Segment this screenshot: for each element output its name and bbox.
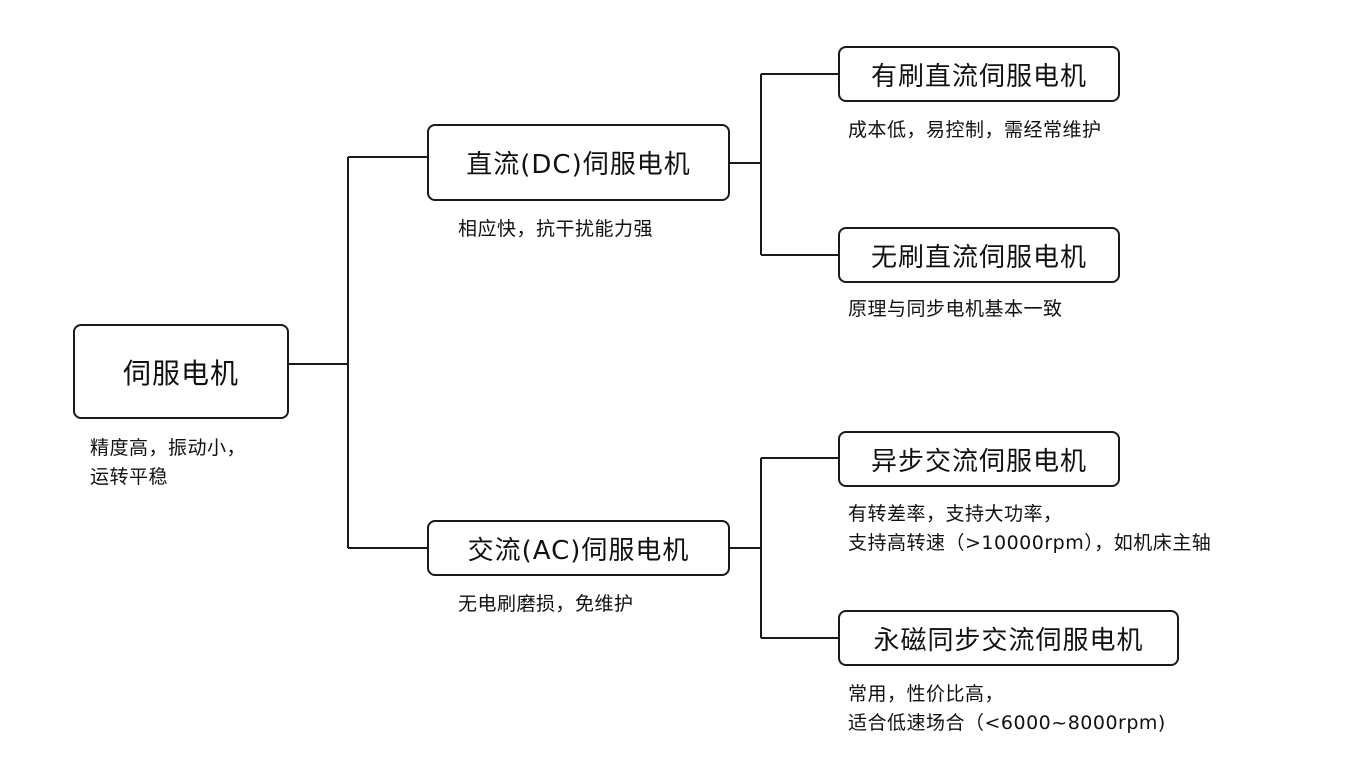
- dc-motor-note-line: 相应快，抗干扰能力强: [458, 218, 654, 240]
- dc-motor-note: 相应快，抗干扰能力强: [458, 215, 653, 244]
- root-note-line-2: 运转平稳: [90, 466, 169, 488]
- ac-motor-note: 无电刷磨损，免维护: [458, 590, 634, 619]
- pmsm-ac-motor-node: 永磁同步交流伺服电机: [838, 610, 1179, 666]
- pmsm-ac-motor-note-line-2: 适合低速场合（<6000~8000rpm): [848, 712, 1166, 734]
- root-note: 精度高，振动小， 运转平稳: [90, 434, 246, 492]
- dc-motor-label: 直流(DC)伺服电机: [466, 150, 691, 180]
- brushed-dc-motor-note-line: 成本低，易控制，需经常维护: [848, 119, 1102, 141]
- pmsm-ac-motor-label: 永磁同步交流伺服电机: [873, 625, 1144, 656]
- brushed-dc-motor-node: 有刷直流伺服电机: [838, 46, 1120, 102]
- root-note-line-1: 精度高，振动小，: [90, 437, 247, 459]
- brushless-dc-motor-node: 无刷直流伺服电机: [838, 227, 1120, 283]
- brushed-dc-motor-label: 有刷直流伺服电机: [870, 61, 1087, 92]
- pmsm-ac-motor-note: 常用，性价比高， 适合低速场合（<6000~8000rpm): [848, 680, 1166, 738]
- pmsm-ac-motor-note-line-1: 常用，性价比高，: [848, 683, 1005, 705]
- async-ac-motor-note-line-2: 支持高转速（>10000rpm），如机床主轴: [848, 532, 1212, 554]
- brushless-dc-motor-note-line: 原理与同步电机基本一致: [848, 298, 1063, 320]
- async-ac-motor-label: 异步交流伺服电机: [870, 446, 1087, 477]
- dc-motor-node: 直流(DC)伺服电机: [427, 124, 730, 201]
- ac-motor-note-line: 无电刷磨损，免维护: [458, 593, 634, 615]
- ac-motor-node: 交流(AC)伺服电机: [427, 520, 730, 576]
- async-ac-motor-note: 有转差率，支持大功率， 支持高转速（>10000rpm），如机床主轴: [848, 500, 1211, 558]
- brushed-dc-motor-note: 成本低，易控制，需经常维护: [848, 116, 1102, 145]
- brushless-dc-motor-note: 原理与同步电机基本一致: [848, 295, 1063, 324]
- async-ac-motor-node: 异步交流伺服电机: [838, 431, 1120, 487]
- root-node: 伺服电机: [73, 324, 289, 419]
- ac-motor-label: 交流(AC)伺服电机: [467, 535, 690, 566]
- root-node-label: 伺服电机: [122, 356, 239, 390]
- async-ac-motor-note-line-1: 有转差率，支持大功率，: [848, 503, 1063, 525]
- brushless-dc-motor-label: 无刷直流伺服电机: [870, 242, 1087, 273]
